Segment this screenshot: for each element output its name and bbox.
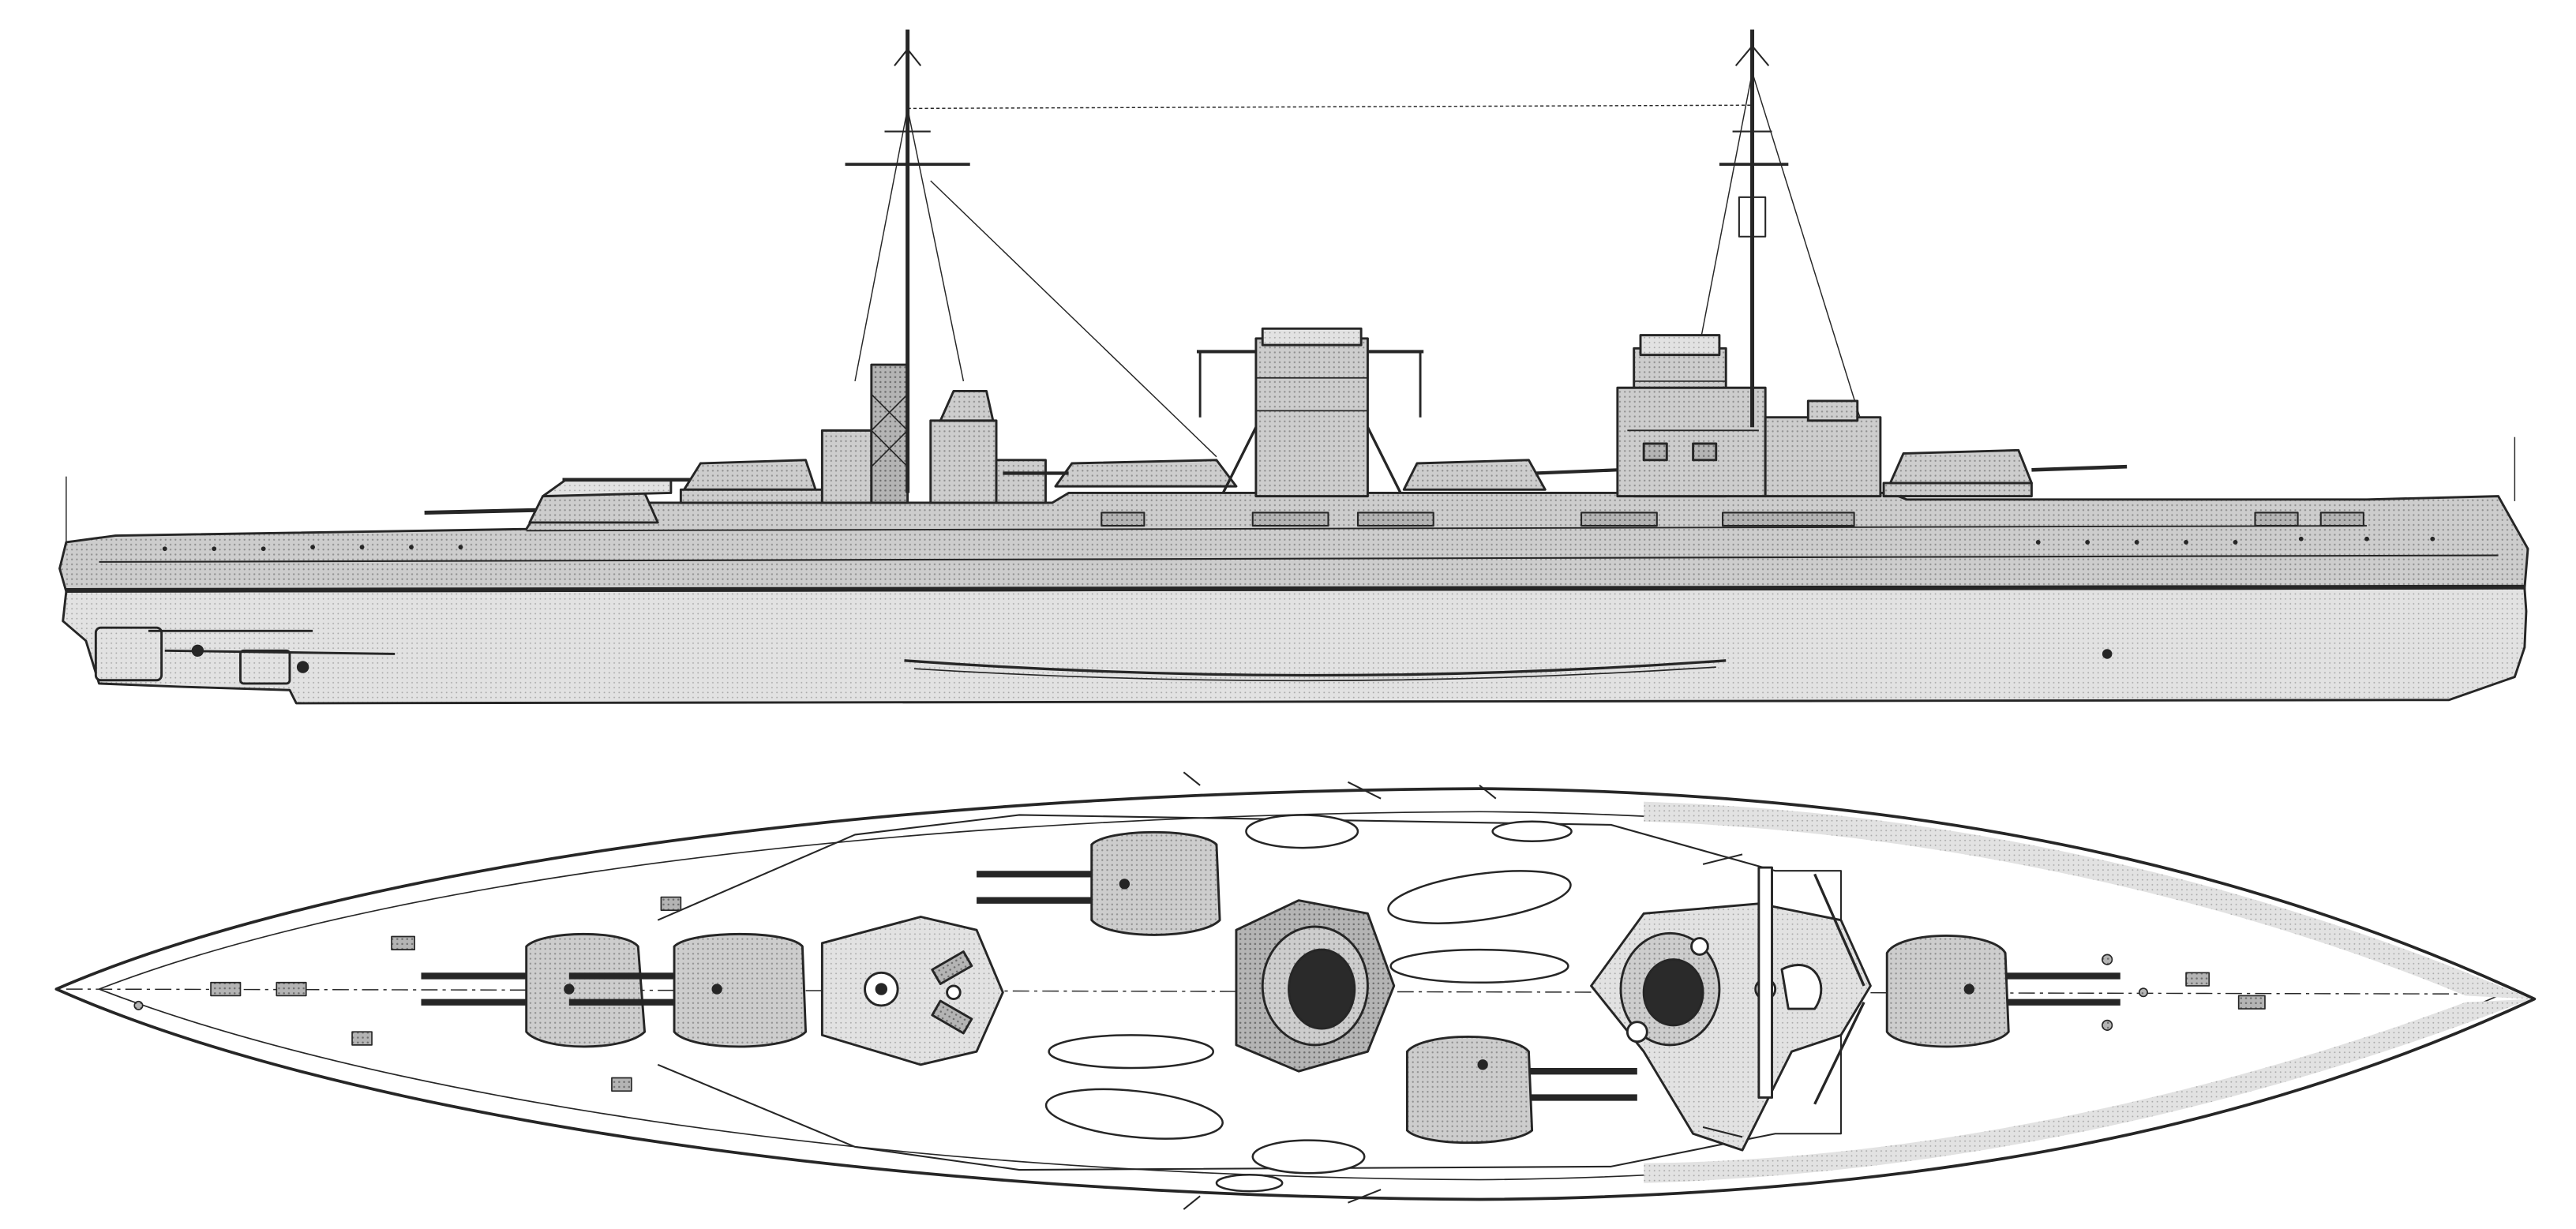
deck-plan-view [54,771,2537,1210]
hull-upper [58,492,2529,593]
forward-superstructure [1616,334,1882,498]
bilge-keel [904,659,1727,677]
aft-superstructure [820,363,1047,504]
forward-funnel-bridge [1590,866,1872,1152]
deck-boats [1044,814,1573,1193]
rudders-and-shafts [94,626,396,685]
waterline [66,584,2525,592]
forward-turret [1882,448,2128,498]
turret-forward [1885,934,2120,1048]
aft-control-platform [820,916,1004,1066]
turret-aft-1 [421,932,647,1048]
turret-aft-2 [568,932,808,1048]
portholes [162,536,2435,659]
bow-fittings [1183,771,1743,1210]
deck-fittings [133,896,2266,1092]
midships-turret [1003,459,1238,488]
casemate-ports [1101,511,2364,527]
aft-funnel [1196,327,1424,498]
aft-turrets [424,459,827,524]
aft-funnel-top [1235,899,1396,1073]
foremast [1719,29,1789,428]
turret-wing-starboard [1405,1036,1637,1145]
belt-line [99,554,2499,563]
turret-wing-port [977,830,1221,936]
midships-turret-2 [1402,459,1618,491]
side-elevation-view [58,29,2529,705]
hull-lower [62,586,2528,705]
mainmast [845,29,970,493]
sheer-line [526,525,2368,532]
